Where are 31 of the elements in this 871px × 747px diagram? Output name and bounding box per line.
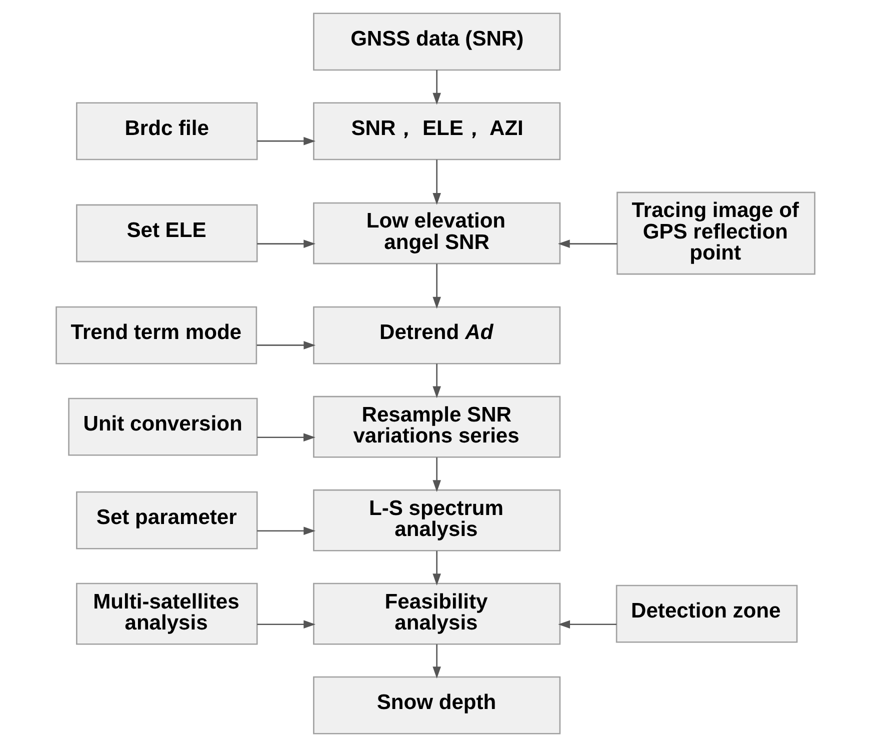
arrow <box>558 620 616 628</box>
node-box: Tracing image of GPS reflection point <box>616 192 816 275</box>
arrow <box>257 240 316 248</box>
arrow <box>432 550 441 586</box>
arrow <box>432 457 441 492</box>
node-box: Detection zone <box>616 584 798 643</box>
arrow <box>257 620 316 628</box>
arrow <box>432 160 441 205</box>
node-box: Multi-satellites analysis <box>76 582 258 645</box>
node-box: Low elevation angel SNR <box>313 202 561 264</box>
arrow <box>432 364 441 398</box>
arrow <box>257 433 316 442</box>
arrow <box>256 341 316 350</box>
node-box: L-S spectrum analysis <box>313 489 561 552</box>
node-box: Set ELE <box>76 204 258 262</box>
node-box: Resample SNR variations series <box>313 396 561 458</box>
node-box: Set parameter <box>76 491 258 550</box>
arrow <box>257 526 316 535</box>
arrow <box>432 70 441 105</box>
node-box: Snow depth <box>313 676 561 734</box>
arrow <box>257 136 316 146</box>
arrow <box>432 644 441 679</box>
node-box: Unit conversion <box>68 398 258 456</box>
node-box: GNSS data (SNR) <box>313 12 561 71</box>
node-box: Detrend Ad <box>313 306 561 364</box>
node-box: Trend term mode <box>56 306 258 364</box>
arrow <box>432 264 441 309</box>
arrow <box>558 240 618 248</box>
node-box: Feasibility analysis <box>313 582 561 645</box>
node-box: SNR， ELE， AZI <box>313 102 561 160</box>
node-box: Brdc file <box>76 102 258 160</box>
